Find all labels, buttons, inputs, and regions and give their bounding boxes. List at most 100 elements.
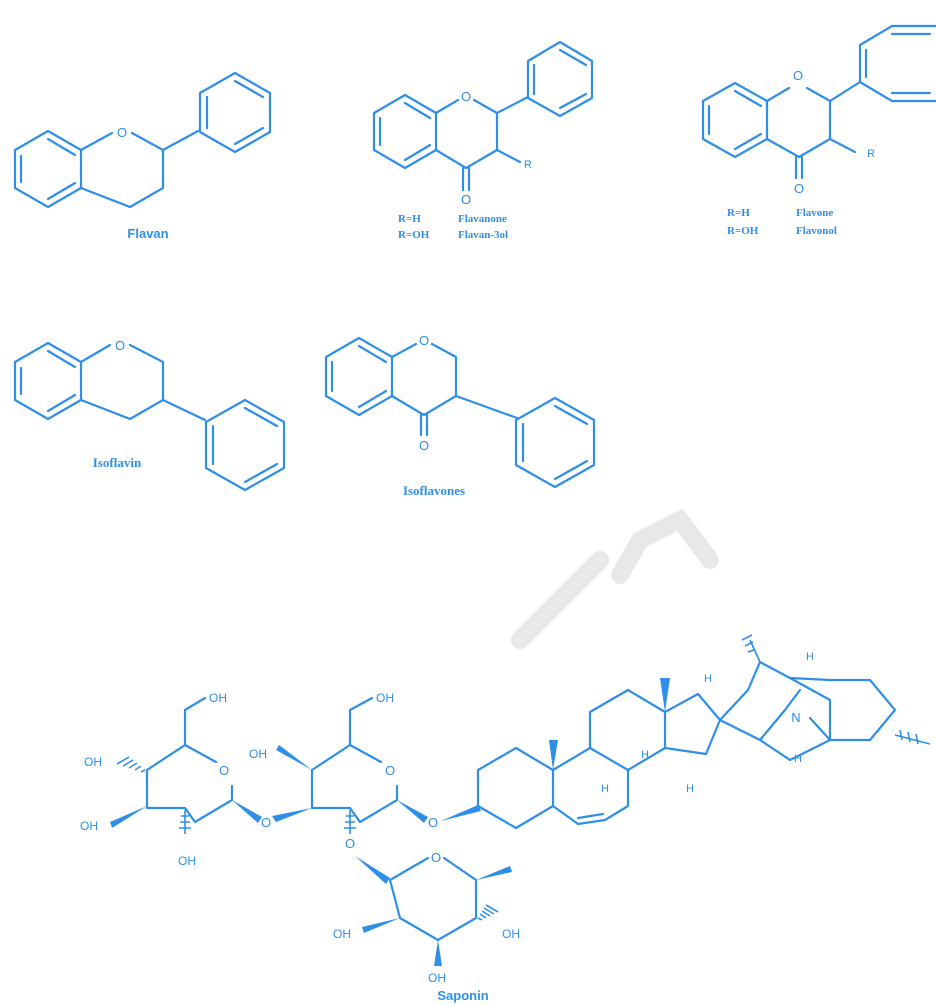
flavanone-r-group: R xyxy=(524,159,532,171)
alkaloid-rings xyxy=(718,660,832,762)
steroid-ring-b-double-bond xyxy=(576,812,605,820)
steroid-ring-d xyxy=(663,692,722,756)
flavan-pyran-ring xyxy=(79,131,165,209)
flavanone-benzo-double-bonds xyxy=(378,101,432,162)
isoflavin-benzo-ring xyxy=(13,341,83,421)
sugar-2-wedge-bond xyxy=(276,745,312,770)
glycosidic-oxygen-3: O xyxy=(428,815,438,830)
flavanone-carbonyl-bond xyxy=(461,166,471,192)
flavone-carbonyl-oxygen: O xyxy=(794,181,804,196)
sugar-1-wedge-bond xyxy=(110,806,147,828)
isoflavones-name: Isoflavones xyxy=(403,483,465,498)
sugar-1-glycosidic-wedge xyxy=(232,800,262,823)
flavone-r-group: R xyxy=(867,148,875,160)
sugar-1-oh-label-1: OH xyxy=(84,755,102,769)
flavan-structure: O Flavan xyxy=(13,71,272,241)
flavanone-phenyl-bond xyxy=(495,95,530,115)
sugar-1-ring-oxygen: O xyxy=(219,763,229,778)
sugar-1-hashed-bond xyxy=(116,756,146,773)
flavone-structure: O O R R=H Flavone R=OH Flavonol xyxy=(701,24,936,237)
sugar-3-ring-oxygen: O xyxy=(431,850,441,865)
flavanone-benzo-ring xyxy=(372,93,438,170)
flavone-phenyl-ring-cropped xyxy=(858,24,936,103)
isoflavin-phenyl-bond xyxy=(161,398,207,422)
flavanone-oxygen-atom: O xyxy=(461,89,471,104)
saponin-sugar-2: O OH OH O O xyxy=(249,691,438,851)
methyl-wedge-2 xyxy=(660,678,670,712)
saponin-structure: O OH OH OH OH O O OH OH O O xyxy=(80,634,931,1003)
isoflavones-oxygen-atom: O xyxy=(419,333,429,348)
flavanone-r-bond xyxy=(495,148,522,164)
isoflavones-phenyl-bond xyxy=(454,394,519,420)
sugar-2-oh-label: OH xyxy=(249,747,267,761)
h-label-1: H xyxy=(601,783,609,795)
flavanone-pyranone-ring xyxy=(434,98,499,170)
isoflavin-benzo-double-bonds xyxy=(19,349,77,413)
isoflavin-structure: O Isoflavin xyxy=(13,338,286,492)
flavan-benzo-ring xyxy=(13,129,83,209)
isoflavin-oxygen-atom: O xyxy=(115,338,125,353)
sugar-1-oh-label-3: OH xyxy=(178,854,196,868)
flavan-oxygen-atom: O xyxy=(117,125,127,140)
flavanone-phenyl-double-bonds xyxy=(532,48,588,110)
sugar-2-ring xyxy=(310,743,399,824)
watermark xyxy=(511,508,719,649)
h-label-2: H xyxy=(641,749,649,761)
flavanone-carbonyl-oxygen: O xyxy=(461,192,471,207)
flavanone-phenyl-ring xyxy=(526,40,594,118)
sugar-3-oh-label-1: OH xyxy=(333,927,351,941)
isoflavones-structure: O O Isoflavones xyxy=(324,333,596,498)
h-label-6: H xyxy=(794,753,802,765)
nitrogen-atom: N xyxy=(791,710,800,725)
isoflavin-name: Isoflavin xyxy=(93,455,142,470)
flavan-phenyl-bond xyxy=(161,129,200,152)
flavone-pyranone-ring xyxy=(765,86,832,159)
sugar-3-ring xyxy=(388,856,478,942)
flavone-benzo-ring xyxy=(701,81,769,159)
isoflavones-phenyl-ring xyxy=(514,396,596,489)
sugar-3-wedge-oh-2 xyxy=(434,940,442,966)
flavan-phenyl-ring xyxy=(198,71,272,154)
flavanone-r2-label: R=OH xyxy=(398,229,430,241)
flavanone-name: Flavanone xyxy=(458,213,507,225)
isoflavones-carbonyl-bond xyxy=(419,413,429,437)
flavone-phenyl-bond xyxy=(828,80,862,103)
isoflavones-carbonyl-oxygen: O xyxy=(419,438,429,453)
flavone-name: Flavone xyxy=(796,207,833,219)
sugar-2-ch2oh-bond xyxy=(348,696,374,747)
h-label-3: H xyxy=(686,783,694,795)
flavone-r2-label: R=OH xyxy=(727,225,759,237)
sugar-2-hashed-bond xyxy=(344,810,356,834)
sugar-1-ch2oh-label: OH xyxy=(209,691,227,705)
glycosidic-oxygen-1: O xyxy=(261,815,271,830)
flavan-name: Flavan xyxy=(127,226,168,241)
sugar-2-link-wedge xyxy=(272,808,312,822)
flavone-r1-label: R=H xyxy=(727,207,750,219)
saponin-sugar-3: O OH OH OH xyxy=(333,850,520,985)
flavone-carbonyl-bond xyxy=(794,155,804,180)
sugar-2-glycosidic-wedge xyxy=(397,800,428,823)
flavanone-structure: O O R R=H Flavanone R=OH Flavan-3ol xyxy=(372,40,594,241)
flavanone-r1-label: R=H xyxy=(398,213,421,225)
flavan-benzo-double-bonds xyxy=(19,137,77,201)
h-label-5: H xyxy=(806,651,814,663)
sugar-3-hashed-bond xyxy=(477,904,499,921)
methyl-hashed-1 xyxy=(741,634,761,663)
isoflavones-benzo-double-bonds xyxy=(330,344,388,409)
isoflavin-phenyl-ring xyxy=(204,398,286,492)
steroid-ring-b xyxy=(551,746,630,826)
steroid-ring-c xyxy=(588,688,667,772)
sugar-3-methyl-wedge xyxy=(476,866,512,880)
flavonol-name: Flavonol xyxy=(796,225,837,237)
glycosidic-oxygen-2: O xyxy=(345,836,355,851)
saponin-sugar-1: O OH OH OH OH O xyxy=(80,691,271,868)
flavone-benzo-double-bonds xyxy=(707,89,763,151)
methyl-hashed-2 xyxy=(894,729,931,745)
flavan-phenyl-double-bonds xyxy=(205,79,265,146)
steroid-ring-a xyxy=(476,746,555,830)
sugar-1-hashed-bond-2 xyxy=(179,810,191,834)
sugar-2-ch2oh-label: OH xyxy=(376,691,394,705)
sugar-1-oh-label-2: OH xyxy=(80,819,98,833)
